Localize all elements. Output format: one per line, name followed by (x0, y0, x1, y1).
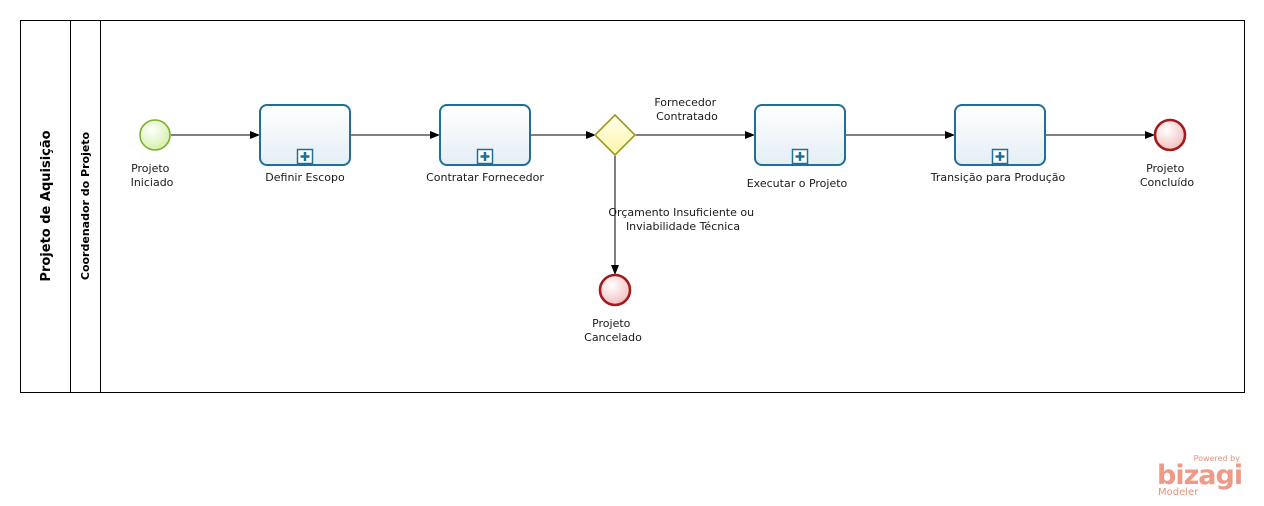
subprocess-plus-icon (296, 148, 314, 165)
powered-by-text: Powered by (1194, 454, 1241, 463)
task-executar-projeto[interactable] (754, 104, 846, 166)
subprocess-plus-icon (791, 148, 809, 165)
bizagi-wordmark: bizagi (1157, 460, 1242, 491)
task-label-transicao-producao: Transição para Produção (930, 171, 1066, 184)
end-event-concluido-label: Projeto Concluído (1140, 162, 1194, 189)
flow-label-orcamento-insuficiente: Orçamento Insuficiente ou Inviabilidade … (608, 206, 757, 233)
start-event[interactable] (139, 119, 171, 151)
subprocess-plus-icon (476, 148, 494, 165)
end-event-concluido[interactable] (1153, 118, 1187, 152)
task-label-definir-escopo: Definir Escopo (265, 171, 345, 184)
pool-frame (20, 20, 1245, 393)
task-label-contratar-fornecedor: Contratar Fornecedor (426, 171, 544, 184)
end-event-cancelado[interactable] (598, 273, 632, 307)
start-event-label: Projeto Iniciado (131, 162, 174, 189)
bizagi-logo: Powered by bizagi Modeler (1157, 454, 1243, 498)
task-label-executar-projeto: Executar o Projeto (747, 177, 848, 190)
task-transicao-producao[interactable] (954, 104, 1046, 166)
task-definir-escopo[interactable] (259, 104, 351, 166)
lane-title: Coordenador do Projeto (79, 131, 92, 280)
exclusive-gateway[interactable] (593, 113, 637, 157)
subprocess-plus-icon (991, 148, 1009, 165)
end-event-cancelado-label: Projeto Cancelado (584, 317, 642, 344)
modeler-text: Modeler (1158, 487, 1199, 498)
task-contratar-fornecedor[interactable] (439, 104, 531, 166)
pool-title: Projeto de Aquisição (39, 130, 54, 281)
flow-label-fornecedor-contratado: Fornecedor Contratado (654, 96, 719, 123)
